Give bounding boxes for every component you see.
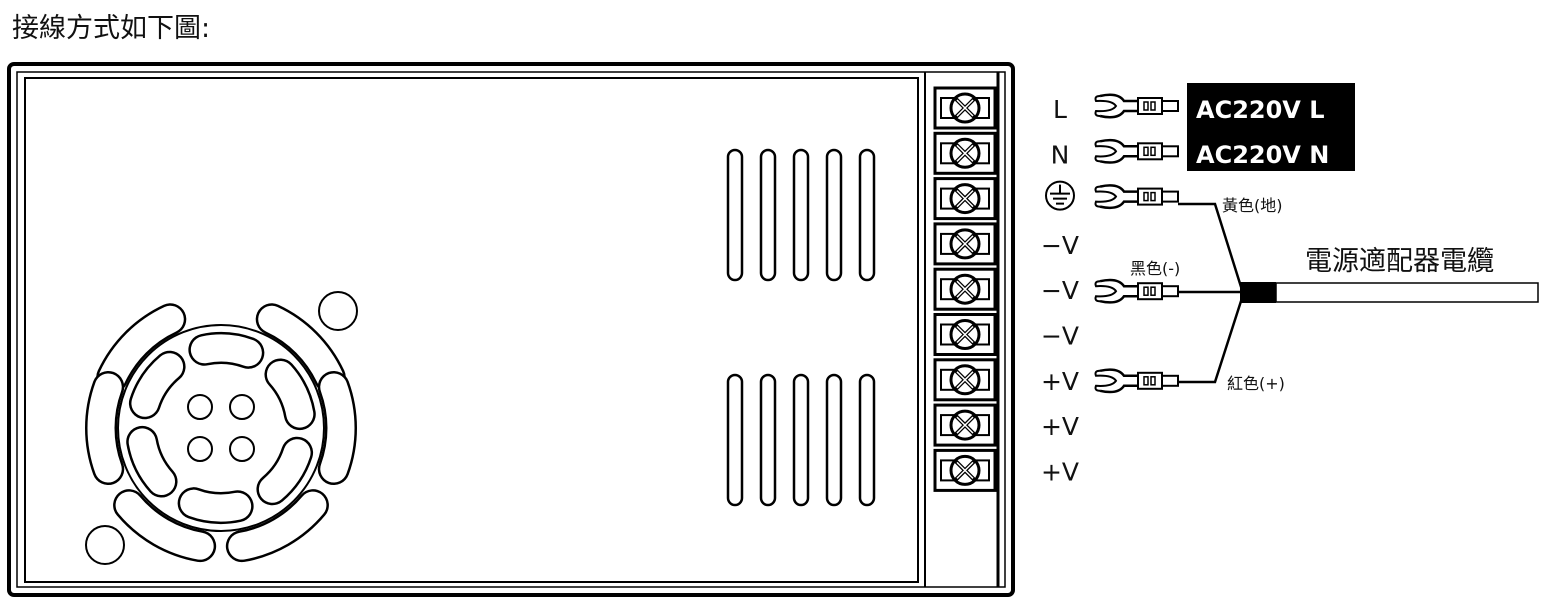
terminal-screw — [933, 403, 997, 447]
fan-hub-hole — [187, 436, 213, 462]
positive-wire — [1178, 297, 1244, 384]
ground-icon — [1045, 180, 1075, 211]
fan-grille — [85, 303, 357, 563]
terminal-screw — [933, 86, 997, 130]
terminal-label: −V — [1041, 231, 1079, 260]
terminal-screw — [933, 267, 997, 311]
terminal-label: +V — [1041, 412, 1079, 441]
spade-lug — [1094, 93, 1179, 119]
fan-slot — [190, 334, 262, 367]
negative-wire-label: 黑色(-) — [1130, 259, 1180, 278]
fan-slot — [131, 353, 184, 417]
vent-slot — [792, 373, 810, 507]
vent-slot — [759, 373, 777, 507]
spade-lug — [1094, 138, 1179, 164]
terminal-block — [933, 86, 997, 492]
page-title: 接線方式如下圖: — [12, 13, 211, 44]
fan-slot — [128, 428, 176, 496]
vent-slot — [726, 148, 744, 282]
fan-slot — [228, 491, 327, 560]
terminal-screw — [933, 448, 997, 492]
adapter-cable — [1275, 282, 1539, 303]
vent-slot — [726, 373, 744, 507]
terminal-label: L — [1053, 95, 1067, 124]
spade-lug — [1094, 368, 1179, 394]
spade-lug — [1094, 278, 1179, 304]
mount-hole — [318, 291, 358, 331]
spade-lug — [1094, 184, 1179, 210]
fan-slot — [180, 489, 252, 522]
fan-slot — [115, 491, 214, 560]
vent-slot — [825, 373, 843, 507]
psu-cover — [24, 77, 919, 583]
ac-l-label: AC220V L — [1196, 96, 1325, 124]
cable-sleeve — [1240, 282, 1276, 303]
terminal-screw — [933, 222, 997, 266]
terminal-label: −V — [1041, 276, 1079, 305]
terminal-screw — [933, 358, 997, 402]
fan-slot — [258, 305, 344, 391]
vent-slot — [825, 148, 843, 282]
ground-wire — [1178, 202, 1244, 291]
fan-slot — [87, 373, 122, 483]
fan-slot — [258, 439, 311, 503]
terminal-label: −V — [1041, 322, 1079, 351]
vent-slot — [858, 148, 876, 282]
vent-slot — [759, 148, 777, 282]
vent-slot — [858, 373, 876, 507]
ac-n-label: AC220V N — [1196, 141, 1329, 169]
terminal-screw — [933, 131, 997, 175]
fan-slot — [266, 360, 314, 428]
fan-slot — [320, 373, 355, 483]
mount-hole — [85, 525, 125, 565]
terminal-label: +V — [1041, 367, 1079, 396]
vent-slot — [792, 148, 810, 282]
fan-hub-hole — [229, 436, 255, 462]
psu-outline — [7, 62, 1015, 597]
vent-slots — [726, 148, 876, 507]
terminal-label: +V — [1041, 457, 1079, 486]
terminal-screw — [933, 177, 997, 221]
fan-slot — [98, 305, 184, 391]
terminal-screw — [933, 313, 997, 356]
ground-wire-label: 黃色(地) — [1222, 196, 1283, 215]
terminal-label: N — [1051, 140, 1070, 169]
cable-label: 電源適配器電纜 — [1305, 246, 1494, 277]
fan-hub-hole — [187, 394, 213, 420]
positive-wire-label: 紅色(+) — [1227, 374, 1285, 393]
fan-hub-hole — [229, 394, 255, 420]
ac-label-box — [1187, 83, 1355, 171]
